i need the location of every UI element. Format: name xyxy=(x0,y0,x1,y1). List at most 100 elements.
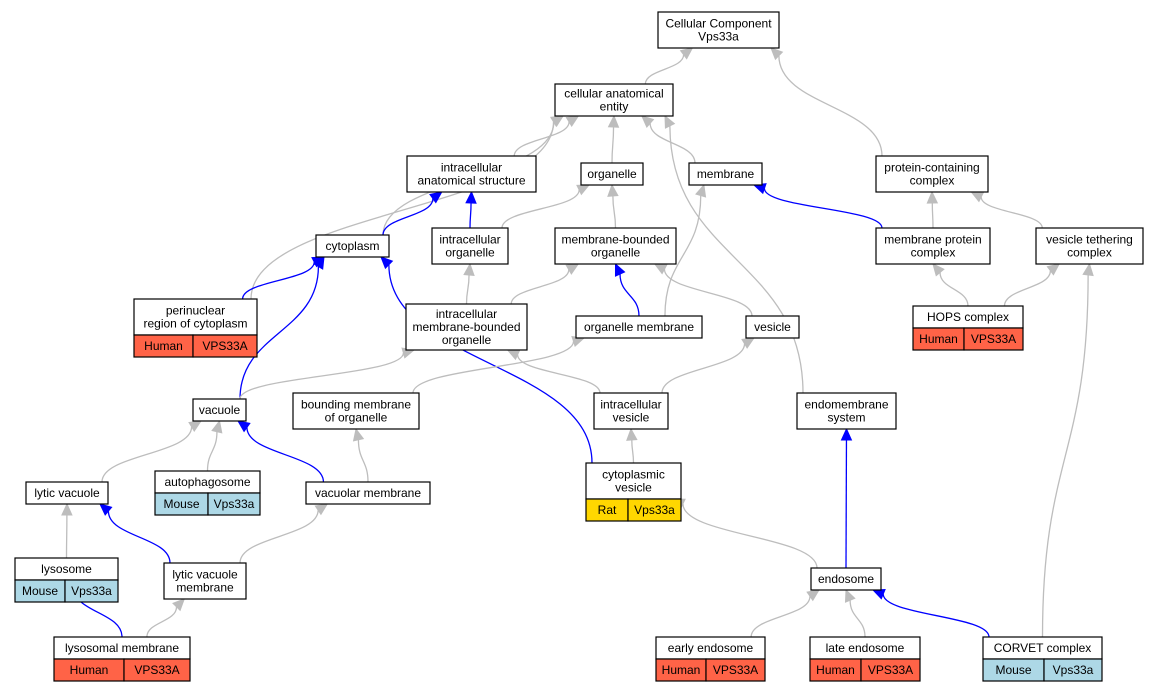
node-vacuole[interactable]: vacuole xyxy=(192,398,247,422)
gene-cell xyxy=(860,658,921,682)
edge-line xyxy=(931,202,934,229)
gene-label: Vps33a xyxy=(71,584,112,598)
node-box xyxy=(875,155,989,193)
edge-arrowhead xyxy=(565,263,580,275)
node-label: of organelle xyxy=(325,411,388,425)
node-om[interactable]: organelle membrane xyxy=(575,315,703,339)
node-cytoplasm[interactable]: cytoplasm xyxy=(315,234,390,258)
node-box xyxy=(163,562,247,600)
node-membrane[interactable]: membrane xyxy=(688,162,763,186)
edge-arrowhead xyxy=(614,262,626,277)
node-label: lysosomal membrane xyxy=(65,641,179,655)
node-lv[interactable]: lytic vacuole xyxy=(25,481,109,505)
edge-line xyxy=(644,54,685,85)
edge-arrowhead xyxy=(926,190,939,204)
edge-vm-to-bmo xyxy=(352,427,369,483)
edge-iv-to-imbo xyxy=(506,349,601,394)
gene-cell xyxy=(123,658,191,682)
edge-arrowhead xyxy=(565,115,580,127)
node-label: vesicle xyxy=(754,320,791,334)
gene-label: Vps33a xyxy=(634,503,675,517)
edge-es-to-cae xyxy=(664,114,804,394)
edge-line xyxy=(239,266,320,400)
node-vm[interactable]: vacuolar membrane xyxy=(305,481,431,505)
node-label: lytic vacuole xyxy=(172,568,238,582)
node-label: lysosome xyxy=(41,562,92,576)
gene-label: VPS33A xyxy=(868,663,913,677)
species-label: Rat xyxy=(598,503,617,517)
edge-line xyxy=(664,195,702,317)
edge-imbo-to-io xyxy=(463,262,475,305)
node-box xyxy=(575,315,703,339)
node-box xyxy=(585,462,682,500)
species-label: Mouse xyxy=(163,497,199,511)
node-organelle[interactable]: organelle xyxy=(580,162,644,186)
edge-line xyxy=(882,593,990,638)
gene-label: VPS33A xyxy=(713,663,758,677)
gene-label: Vps33a xyxy=(214,497,255,511)
node-label: vesicle xyxy=(613,411,650,425)
edge-line xyxy=(778,55,883,157)
edge-line xyxy=(619,274,640,317)
edge-arrowhead xyxy=(61,502,73,516)
edge-line xyxy=(412,341,575,394)
edge-line xyxy=(146,606,178,638)
node-vesicle[interactable]: vesicle xyxy=(745,315,800,339)
edge-vacuole-to-imbo xyxy=(239,347,416,400)
edge-line xyxy=(239,510,319,564)
species-label: Human xyxy=(662,663,701,677)
edge-endosome-to-cv xyxy=(671,498,818,569)
node-endosome[interactable]: endosome xyxy=(810,567,882,591)
node-label: organelle xyxy=(591,246,641,260)
edge-membrane-to-cae xyxy=(640,115,696,164)
edge-cv-to-cytoplasm xyxy=(380,256,593,464)
edge-arrowhead xyxy=(640,115,655,128)
edge-hops-to-mpc xyxy=(932,263,969,307)
edge-corvet-to-endosome xyxy=(871,588,990,638)
edge-le-to-endosome xyxy=(844,588,866,638)
node-box xyxy=(875,227,991,265)
node-box xyxy=(305,481,431,505)
edge-ias-to-cae xyxy=(513,115,580,157)
edge-cytoplasm-to-ias xyxy=(382,191,443,236)
edge-hops-to-vtc xyxy=(1003,263,1061,307)
gene-label: VPS33A xyxy=(134,663,179,677)
edge-arrowhead xyxy=(695,183,707,198)
edge-line xyxy=(510,269,570,305)
edge-arrowhead xyxy=(871,588,886,600)
node-box xyxy=(554,227,677,265)
node-label: complex xyxy=(910,174,955,188)
node-label: perinuclear xyxy=(166,304,225,318)
edge-prc-to-cytoplasm xyxy=(241,256,326,300)
node-label: cytoplasmic xyxy=(602,468,665,482)
node-label: membrane-bounded xyxy=(561,233,669,247)
edge-line xyxy=(649,123,696,164)
edge-arrowhead xyxy=(313,255,325,270)
node-label: Vps33a xyxy=(698,30,739,44)
edge-arrowhead xyxy=(607,183,619,197)
